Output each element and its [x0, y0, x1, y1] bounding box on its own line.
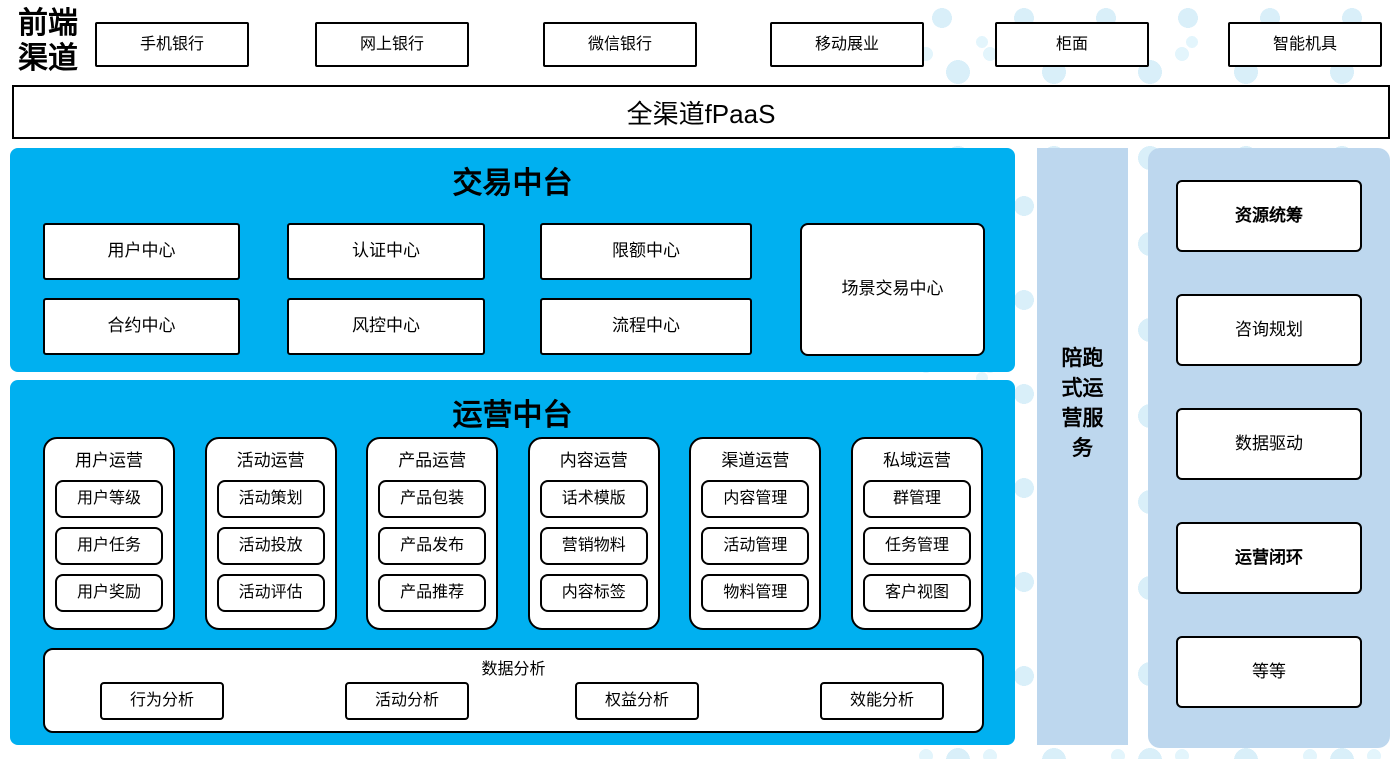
operation-item-box: 营销物料	[539, 527, 648, 565]
operation-column: 用户运营用户等级用户任务用户奖励	[43, 437, 175, 630]
operation-column: 活动运营活动策划活动投放活动评估	[204, 437, 337, 630]
operation-item-box: 用户等级	[55, 480, 163, 518]
operation-item-box: 活动策划	[216, 480, 325, 518]
analysis-box: 权益分析	[575, 682, 699, 720]
transaction-center-box: 限额中心	[540, 223, 752, 280]
companion-operation-service-bar: 陪跑式运营服务	[1037, 148, 1128, 745]
data-analysis-title: 数据分析	[481, 661, 546, 678]
operation-item-box: 用户奖励	[55, 574, 163, 612]
transaction-center-box: 流程中心	[540, 298, 752, 355]
operation-column-header: 内容运营	[559, 451, 628, 470]
operation-column-header: 用户运营	[75, 451, 143, 470]
operation-item-box: 客户视图	[863, 574, 971, 612]
analysis-box: 行为分析	[100, 682, 224, 720]
operation-column-header: 渠道运营	[721, 451, 790, 470]
operation-item-box: 活动管理	[701, 527, 810, 565]
fpaas-bar: 全渠道fPaaS	[12, 85, 1390, 139]
channel-box: 手机银行	[95, 22, 249, 67]
analysis-box: 效能分析	[820, 682, 944, 720]
scene-transaction-center-box: 场景交易中心	[800, 223, 985, 356]
transaction-center-box: 用户中心	[43, 223, 240, 280]
operation-item-box: 群管理	[863, 480, 971, 518]
operation-item-box: 任务管理	[863, 527, 971, 565]
operation-item-box: 话术模版	[539, 480, 648, 518]
operation-item-box: 产品发布	[378, 527, 487, 565]
front-channels-label: 前端渠道	[18, 7, 78, 75]
service-box: 等等	[1176, 636, 1362, 708]
operation-item-box: 活动评估	[216, 574, 325, 612]
channel-box: 微信银行	[543, 22, 697, 67]
operation-platform-section: 运营中台 用户运营用户等级用户任务用户奖励活动运营活动策划活动投放活动评估产品运…	[10, 380, 1015, 745]
transaction-platform-section: 交易中台 用户中心认证中心限额中心合约中心风控中心流程中心场景交易中心	[10, 148, 1015, 372]
operation-item-box: 产品推荐	[378, 574, 487, 612]
operation-column-header: 私域运营	[883, 451, 951, 470]
channel-box: 网上银行	[315, 22, 469, 67]
fpaas-label: 全渠道fPaaS	[626, 98, 776, 129]
operation-platform-title: 运营中台	[452, 399, 573, 432]
operation-column: 内容运营话术模版营销物料内容标签	[527, 437, 660, 630]
operation-item-box: 内容管理	[701, 480, 810, 518]
service-items-panel: 资源统筹咨询规划数据驱动运营闭环等等	[1148, 148, 1390, 748]
companion-operation-service-label: 陪跑式运营服务	[1061, 346, 1104, 460]
transaction-center-box: 风控中心	[287, 298, 485, 355]
operation-item-box: 产品包装	[378, 480, 487, 518]
transaction-center-box: 认证中心	[287, 223, 485, 280]
operation-column-header: 产品运营	[398, 451, 467, 470]
channel-box: 智能机具	[1228, 22, 1382, 67]
channel-box: 柜面	[995, 22, 1149, 67]
data-analysis-container: 数据分析 行为分析 活动分析 权益分析 效能分析	[43, 648, 984, 733]
service-box: 咨询规划	[1176, 294, 1362, 366]
operation-item-box: 活动投放	[216, 527, 325, 565]
operation-column: 渠道运营内容管理活动管理物料管理	[689, 437, 822, 630]
operation-column-header: 活动运营	[236, 451, 305, 470]
transaction-center-box: 合约中心	[43, 298, 240, 355]
service-box: 资源统筹	[1176, 180, 1362, 252]
transaction-platform-title: 交易中台	[452, 167, 573, 200]
operation-item-box: 内容标签	[539, 574, 648, 612]
operation-item-box: 用户任务	[55, 527, 163, 565]
operation-column: 产品运营产品包装产品发布产品推荐	[366, 437, 499, 630]
operation-item-box: 物料管理	[701, 574, 810, 612]
service-box: 数据驱动	[1176, 408, 1362, 480]
channel-box: 移动展业	[770, 22, 924, 67]
service-box: 运营闭环	[1176, 522, 1362, 594]
analysis-box: 活动分析	[345, 682, 469, 720]
operation-column: 私域运营群管理任务管理客户视图	[851, 437, 983, 630]
